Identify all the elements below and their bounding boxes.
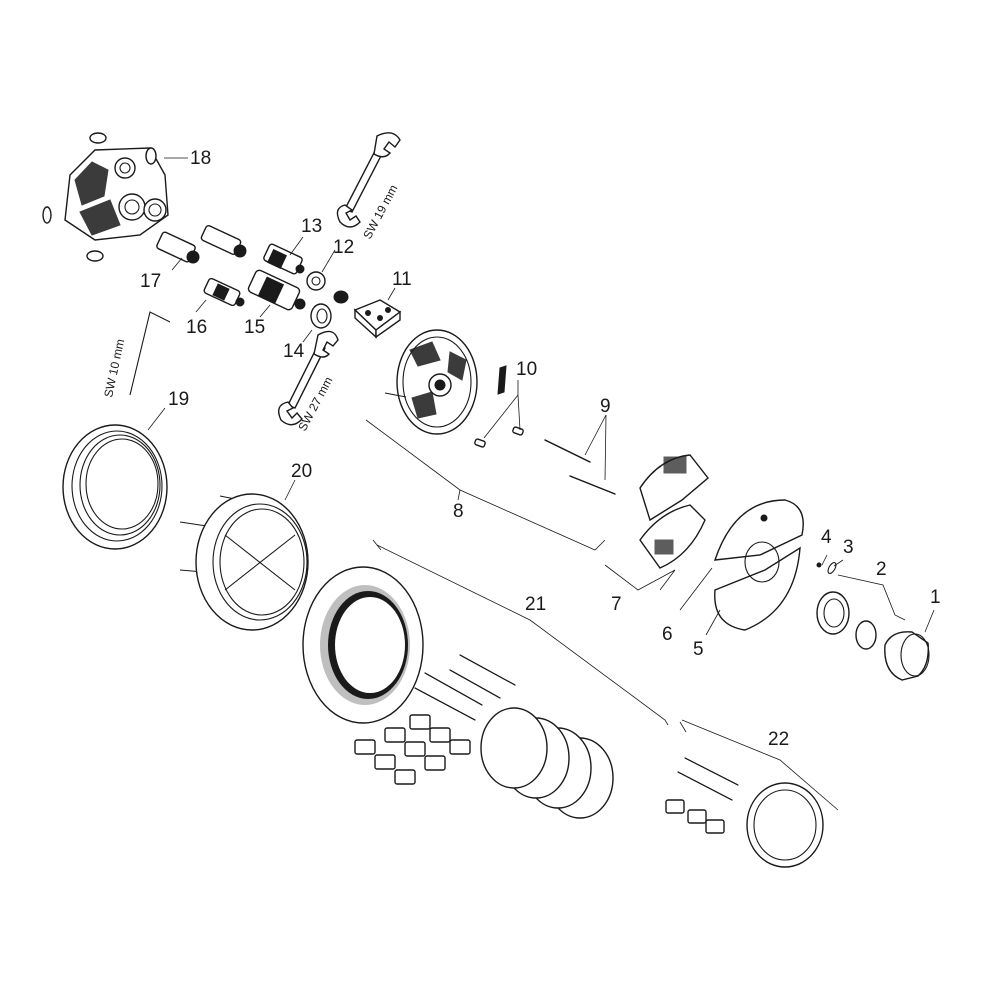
label-14: 14 (283, 341, 305, 362)
part-7-mounting-template (639, 454, 709, 569)
part-17-check-valve (156, 231, 200, 264)
label-17: 17 (140, 271, 161, 292)
wrench-sw19-icon (336, 132, 401, 228)
tool-label-sw19: SW 19 mm (360, 182, 400, 241)
label-2: 2 (876, 559, 887, 580)
part-9-extension-bolts (544, 439, 616, 495)
part-12-nut (306, 271, 326, 291)
part-22-extension-kit (665, 757, 824, 868)
label-11: 11 (392, 269, 412, 290)
part-13-thermostat-cartridge (263, 243, 305, 275)
part-14-ring-nut (310, 303, 332, 329)
part-number-labels: 1 2 3 4 5 6 7 8 9 10 11 12 13 14 15 16 1… (140, 148, 941, 750)
part-11-connector-block (353, 299, 402, 339)
part-spring (333, 290, 349, 304)
label-5: 5 (693, 639, 704, 660)
label-12: 12 (333, 237, 354, 258)
part-4-3-small-parts (816, 562, 837, 574)
label-4: 4 (821, 527, 832, 548)
label-20: 20 (291, 461, 312, 482)
part-18-valve-body (42, 132, 169, 262)
label-8: 8 (453, 501, 464, 522)
label-9: 9 (600, 396, 611, 417)
label-1: 1 (930, 587, 941, 608)
callout-lines (147, 157, 935, 811)
part-15-diverter-cartridge (247, 269, 306, 311)
part-16-valve-insert (203, 277, 245, 307)
label-13: 13 (301, 216, 322, 237)
tool-label-sw10: SW 10 mm (101, 338, 127, 399)
hex-key-sw10-icon (129, 311, 171, 396)
label-21: 21 (525, 594, 546, 615)
part-2-adapter (816, 591, 877, 650)
label-6: 6 (662, 624, 673, 645)
label-22: 22 (768, 729, 789, 750)
label-15: 15 (244, 317, 265, 338)
label-18: 18 (190, 148, 211, 169)
part-cartridge-upper (200, 225, 247, 258)
part-20-mounting-ring (179, 493, 309, 631)
part-19-wall-ring (62, 424, 168, 550)
wrench-sw27-icon (278, 330, 339, 426)
label-19: 19 (168, 389, 189, 410)
label-16: 16 (186, 317, 207, 338)
part-1-handle-knob (884, 631, 930, 681)
part-21-extension-kit (302, 566, 614, 819)
part-10-screws (474, 365, 524, 448)
part-6-escutcheon (713, 499, 804, 631)
label-7: 7 (611, 594, 622, 615)
label-3: 3 (843, 537, 854, 558)
label-10: 10 (516, 359, 537, 380)
part-8-mounting-plate (384, 329, 478, 435)
